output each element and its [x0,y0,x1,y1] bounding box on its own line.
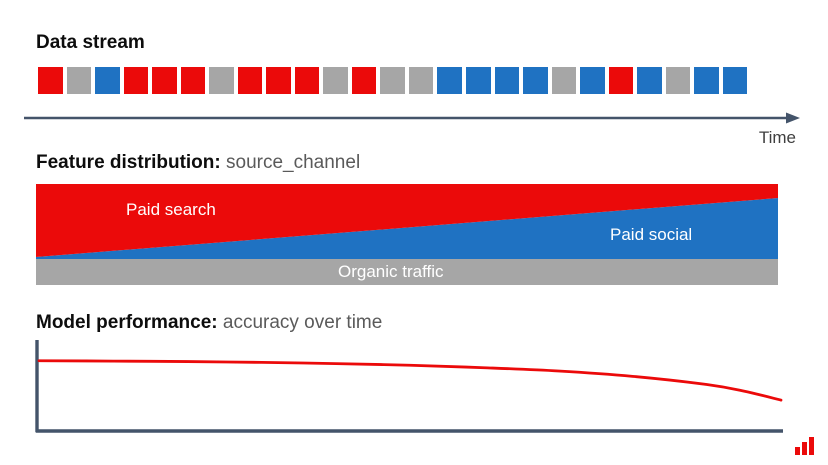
data-stream-cell [64,65,94,96]
feature-distribution-title-strong: Feature distribution: [36,152,221,173]
data-stream-cell [463,65,493,96]
data-stream-cell [663,65,693,96]
feature-distribution-heading: Feature distribution: source_channel [36,151,360,174]
data-stream-cell [521,65,550,96]
data-stream-cell [178,65,208,96]
data-stream-cell [720,65,750,96]
data-stream-cell [606,65,636,96]
model-performance-title-soft: accuracy over time [217,312,383,333]
data-stream-cell [292,65,322,96]
time-axis [24,111,804,125]
bar-chart-logo-icon [794,436,816,455]
model-performance-title-strong: Model performance: [36,312,218,333]
data-stream-cell [321,65,350,96]
area-band-organic [36,259,778,285]
data-stream-cell [578,65,607,96]
data-stream-cell [635,65,664,96]
data-stream-cell [121,65,151,96]
data-stream-cell [378,65,407,96]
time-axis-label: Time [758,128,796,147]
data-stream-cell [406,65,436,96]
data-stream-cell [36,65,65,96]
accuracy-curve [37,359,783,402]
data-stream-cell [349,65,379,96]
data-stream-title: Data stream [36,32,145,53]
data-stream-cell [435,65,464,96]
data-stream-cell [549,65,579,96]
model-performance-heading: Model performance: accuracy over time [36,311,382,334]
data-stream-strip [36,65,778,96]
data-stream-cell [692,65,721,96]
data-stream-cell [93,65,122,96]
data-stream-cell [207,65,236,96]
feature-distribution-area-chart [36,184,778,285]
data-stream-cell [492,65,522,96]
area-band-paid-social [36,198,778,259]
data-stream-cell [235,65,265,96]
data-stream-cell [264,65,293,96]
area-band-paid-search [36,184,778,257]
feature-distribution-title-soft: source_channel [220,152,361,173]
data-stream-heading: Data stream [36,31,145,54]
model-performance-line-chart [30,338,790,438]
data-stream-cell [150,65,179,96]
